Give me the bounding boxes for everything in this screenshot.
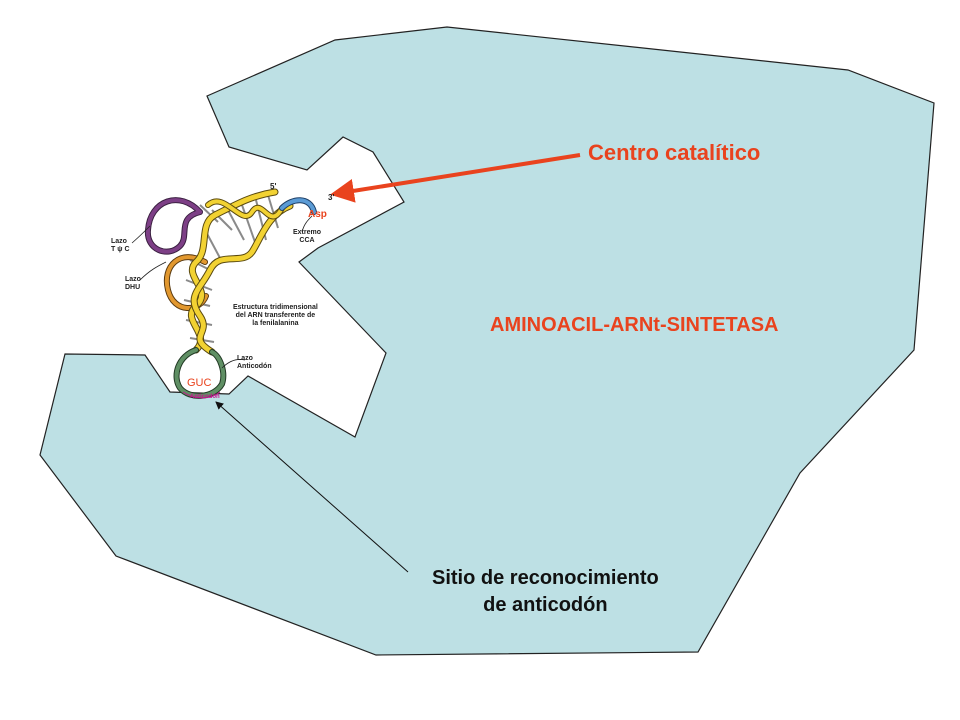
cca-line-1: Extremo xyxy=(293,229,322,236)
anticodon-bases-label: GUC xyxy=(187,377,212,389)
anticodon-loop-line-1: Lazo xyxy=(237,355,253,362)
structure-line-1: Estructura tridimensional xyxy=(233,304,318,311)
anticodon-loop-label: Lazo Anticodón xyxy=(237,355,272,371)
amino-acid-label: Asp xyxy=(308,209,327,220)
dhu-line-2: DHU xyxy=(125,284,141,291)
recognition-arrow xyxy=(215,401,409,573)
five-prime-label: 5' xyxy=(270,182,277,191)
catalytic-center-label: Centro catalítico xyxy=(588,140,761,165)
enzyme-shape xyxy=(39,26,935,656)
helix-strand-b xyxy=(191,203,293,355)
structure-line-3: la fenilalanina xyxy=(252,320,299,327)
dhu-loop-label: Lazo DHU xyxy=(125,276,141,292)
tpsi-line-1: Lazo xyxy=(111,238,127,245)
cca-line-2: CCA xyxy=(299,237,315,244)
structure-caption: Estructura tridimensional del ARN transf… xyxy=(233,304,318,328)
anticodon-loop-line-2: Anticodón xyxy=(237,363,272,370)
recognition-site-label: Sitio de reconocimiento de anticodón xyxy=(432,565,659,619)
anticodon-bracket-icon xyxy=(182,391,221,399)
tpsi-line-2: T ψ C xyxy=(111,246,130,253)
structure-line-2: del ARN transferente de xyxy=(235,312,316,319)
anticodon-label: Anticodón xyxy=(190,394,220,400)
enzyme-name-label: AMINOACIL-ARNt-SINTETASA xyxy=(490,314,779,336)
tpsi-loop-label: Lazo T ψ C xyxy=(111,238,130,254)
dhu-line-1: Lazo xyxy=(125,276,141,283)
catalytic-arrow xyxy=(330,153,581,203)
three-prime-label: 3' xyxy=(328,193,335,202)
cca-end-label: Extremo CCA xyxy=(293,229,321,245)
recognition-line-2: de anticodón xyxy=(483,594,608,616)
trna-figure xyxy=(131,188,317,399)
recognition-line-1: Sitio de reconocimiento xyxy=(432,567,659,589)
